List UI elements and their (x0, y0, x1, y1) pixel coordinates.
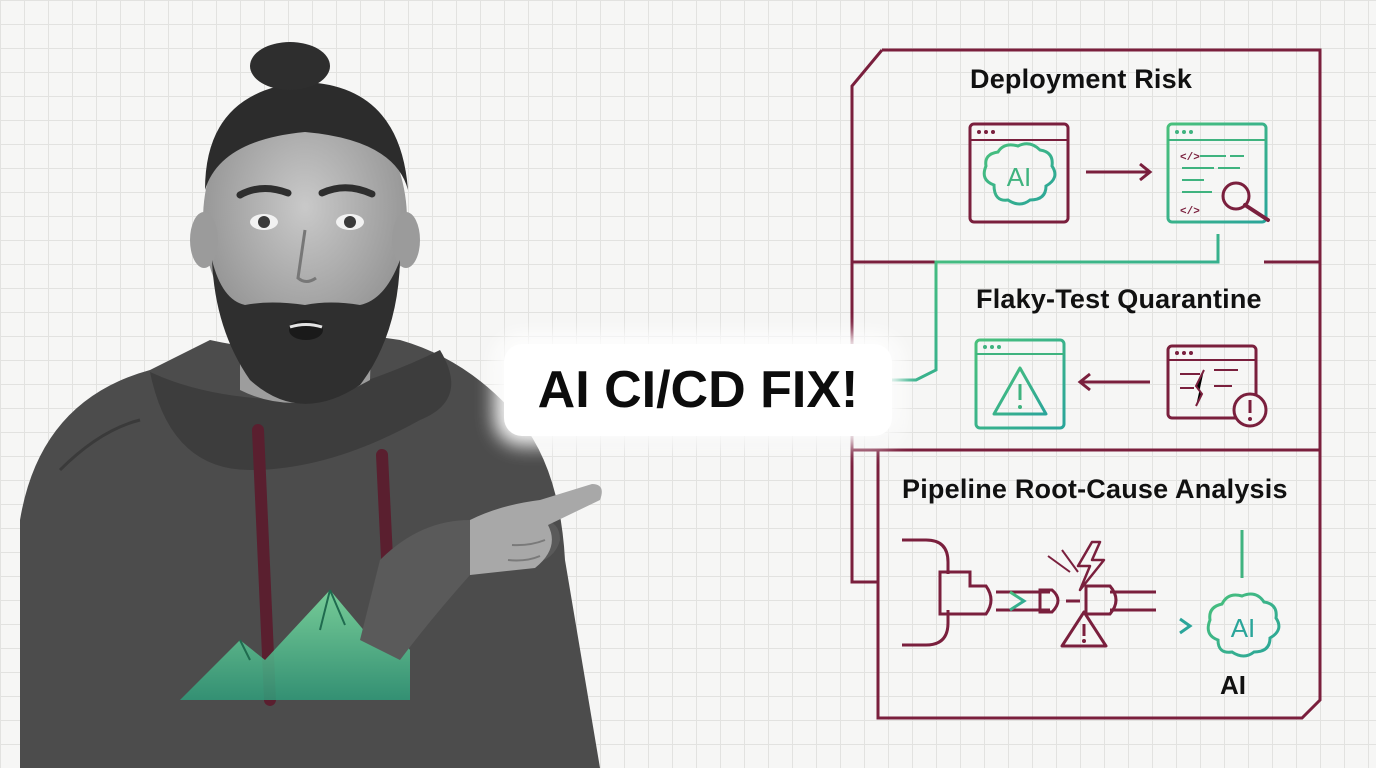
presenter-figure (20, 42, 602, 768)
ai-caption: AI (1220, 670, 1246, 700)
warning-triangle-icon (992, 366, 1048, 416)
headline-callout: AI CI/CD FIX! (504, 344, 892, 436)
arrow-left-icon (1077, 372, 1150, 392)
code-tag-top: </> (1180, 152, 1200, 164)
code-review-window-icon: </> </> (1166, 122, 1270, 224)
arrow-to-ai-icon (1126, 617, 1193, 635)
connector-line (892, 234, 1220, 382)
ai-window-icon: AI (968, 122, 1070, 224)
lightning-bolt-icon (1076, 540, 1106, 592)
brain-ai-label: AI (1007, 162, 1032, 192)
panel-title-deployment-risk: Deployment Risk (970, 64, 1193, 94)
arrow-right-icon (1086, 162, 1153, 182)
ai-brain-icon: AI (1206, 592, 1281, 658)
pipeline-diagram (902, 538, 1156, 647)
panel-title-flaky-test-quarantine: Flaky-Test Quarantine (976, 284, 1262, 314)
panel-title-pipeline-root-cause: Pipeline Root-Cause Analysis (902, 474, 1288, 504)
ai-brain-label: AI (1231, 613, 1256, 643)
brain-icon (982, 142, 1057, 206)
warning-window-icon (974, 338, 1066, 430)
pipeline-warning-icon (1060, 610, 1108, 648)
code-tag-bottom: </> (1180, 206, 1200, 218)
magnifier-icon (1221, 181, 1270, 222)
diagram-frame (850, 48, 1322, 720)
pointing-hand (470, 484, 602, 575)
flaky-test-window-icon (1166, 344, 1268, 428)
alert-circle-icon (1232, 392, 1268, 428)
hoodie (20, 330, 600, 768)
mountain-print-icon (180, 589, 410, 700)
